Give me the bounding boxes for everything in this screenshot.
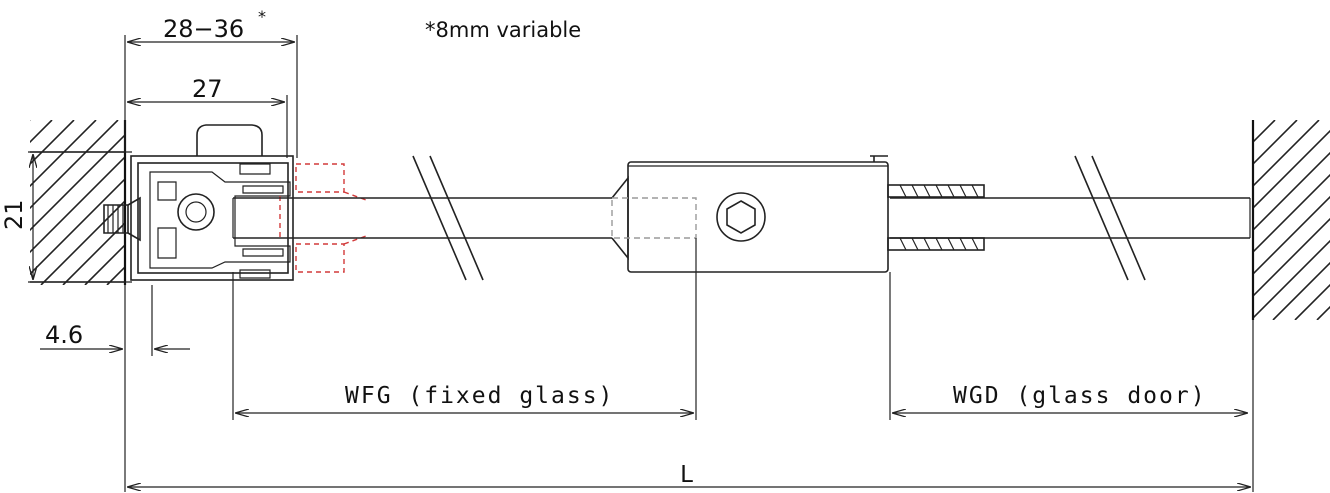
seal-tooth — [947, 184, 955, 198]
right-wall-hatching — [1253, 120, 1330, 320]
hatch-line — [84, 243, 125, 285]
dimension-inner-width-label: 27 — [192, 75, 223, 103]
hatch-line — [1253, 120, 1298, 166]
hatch-line — [1253, 151, 1330, 232]
seal-tooth — [899, 237, 907, 251]
hatch-line — [30, 177, 125, 276]
dimension-offset: 4.6 — [40, 285, 190, 356]
hatch-line — [1253, 120, 1254, 122]
hex-screw-icon — [716, 192, 766, 242]
hatch-line — [30, 133, 125, 232]
seal-tooth — [923, 237, 931, 251]
wall-screw — [103, 196, 141, 242]
dimension-total: L — [124, 285, 1254, 492]
dimension-wgd: WGD (glass door) — [889, 272, 1247, 420]
seal-tooth — [935, 184, 943, 198]
hatch-line — [30, 155, 125, 254]
dimension-top-width: 28−36 * — [124, 7, 298, 158]
seal-tooth — [935, 237, 943, 251]
hatch-line — [1272, 261, 1330, 320]
seal-tooth — [947, 237, 955, 251]
seal-tooth — [911, 237, 919, 251]
hatch-line — [1253, 217, 1330, 298]
seal-tooth — [971, 237, 979, 251]
dimension-wfg-label: WFG (fixed glass) — [345, 383, 614, 409]
hatch-line — [1253, 120, 1276, 144]
dimension-height-label: 21 — [0, 199, 28, 230]
break-mark-left — [412, 155, 484, 281]
hatch-line — [1253, 239, 1330, 320]
fixed-glass — [232, 197, 612, 239]
door-glass — [890, 197, 1251, 239]
variable-note: *8mm variable — [425, 18, 581, 42]
dimension-top-width-star: * — [258, 7, 266, 26]
hatch-line — [1253, 120, 1320, 188]
left-wall-hatching — [30, 120, 125, 285]
connector-clamp — [611, 155, 985, 273]
dimension-offset-label: 4.6 — [45, 321, 83, 349]
dimension-top-width-label: 28−36 — [163, 15, 244, 43]
dimension-wfg: WFG (fixed glass) — [232, 238, 697, 420]
hatch-line — [1253, 195, 1330, 276]
seal-tooth — [959, 184, 967, 198]
seal-tooth — [911, 184, 919, 198]
wall-profile — [130, 124, 294, 281]
seal-tooth — [959, 237, 967, 251]
hatch-line — [30, 120, 97, 188]
seal-tooth — [971, 184, 979, 198]
dimension-total-label: L — [680, 462, 696, 488]
dimension-wgd-label: WGD (glass door) — [953, 383, 1207, 409]
hatch-line — [40, 199, 125, 285]
break-mark-right — [1074, 155, 1146, 281]
hatch-line — [1294, 283, 1330, 320]
hatch-line — [1253, 173, 1330, 254]
hatch-line — [30, 120, 75, 166]
hatch-line — [1253, 129, 1330, 210]
seal-tooth — [899, 184, 907, 198]
dimension-height: 21 — [0, 151, 132, 283]
seal-tooth — [923, 184, 931, 198]
dimension-inner-width: 27 — [128, 75, 288, 158]
hatch-line — [62, 221, 125, 285]
